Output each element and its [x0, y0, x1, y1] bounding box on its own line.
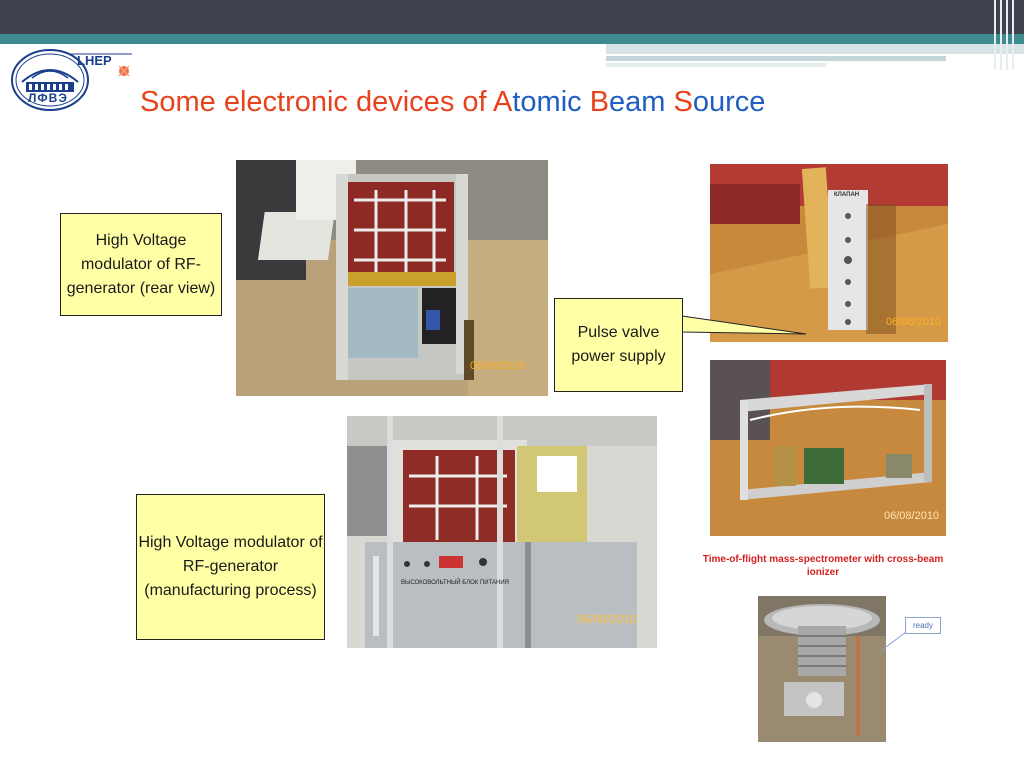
photo-date-stamp: 06/08/2010 — [884, 510, 940, 522]
header-band-light — [606, 44, 1024, 54]
photo-date-stamp: 06/08/2010 — [470, 360, 526, 372]
photo-date-stamp: 06/08/2010 — [886, 316, 942, 328]
callout-manufacturing: High Voltage modulator of RF-generator (… — [136, 494, 325, 640]
header-band-dark — [0, 0, 1024, 34]
header-band-light — [606, 63, 826, 67]
callout-pointer — [682, 315, 807, 335]
lhep-logo: LHEP ЛФВЭ — [10, 44, 134, 112]
photo-hv-modulator-manufacturing: ВЫСОКОВОЛЬТНЫЙ БЛОК ПИТАНИЯ 06/08/2010 — [347, 416, 657, 648]
title-part: tomic — [512, 86, 590, 118]
title-part: S — [673, 86, 693, 118]
ready-label: ready — [905, 617, 941, 634]
title-part: Some electronic devices of — [140, 86, 494, 118]
photo-date-stamp: 06/08/2010 — [577, 612, 638, 626]
photo-pulse-valve-panel: КЛАПАН 06/08/2010 — [710, 164, 948, 342]
callout-pulse-valve: Pulse valve power supply — [554, 298, 683, 392]
title-part: eam — [609, 86, 674, 118]
logo-emblem-icon — [11, 49, 132, 111]
panel-label: КЛАПАН — [834, 192, 860, 198]
photo-chassis-assembly: 06/08/2010 — [710, 360, 946, 536]
tof-caption: Time-of-flight mass-spectrometer with cr… — [702, 554, 944, 578]
logo-cyrillic-text: ЛФВЭ — [28, 91, 68, 105]
title-part: A — [493, 86, 513, 118]
header-band-teal — [0, 34, 1024, 44]
header-band-light — [606, 56, 946, 61]
callout-text: Pulse valve power supply — [571, 324, 666, 365]
callout-text: High Voltage modulator of RF-generator (… — [66, 231, 216, 297]
photo-tof-spectrometer — [758, 596, 886, 742]
title-part: B — [589, 86, 610, 118]
callout-text: High Voltage modulator of RF-generator (… — [138, 534, 323, 599]
slide-title: Some electronic devices of Atomic Beam S… — [140, 86, 765, 119]
ready-pointer — [881, 631, 907, 651]
title-part: ource — [692, 86, 766, 118]
callout-rear-view: High Voltage modulator of RF-generator (… — [60, 213, 222, 316]
front-panel-label: ВЫСОКОВОЛЬТНЫЙ БЛОК ПИТАНИЯ — [401, 580, 510, 586]
header-stripes — [990, 0, 1024, 70]
photo-hv-modulator-rear: 06/08/2010 — [236, 160, 548, 396]
logo-latin-text: LHEP — [77, 53, 112, 68]
